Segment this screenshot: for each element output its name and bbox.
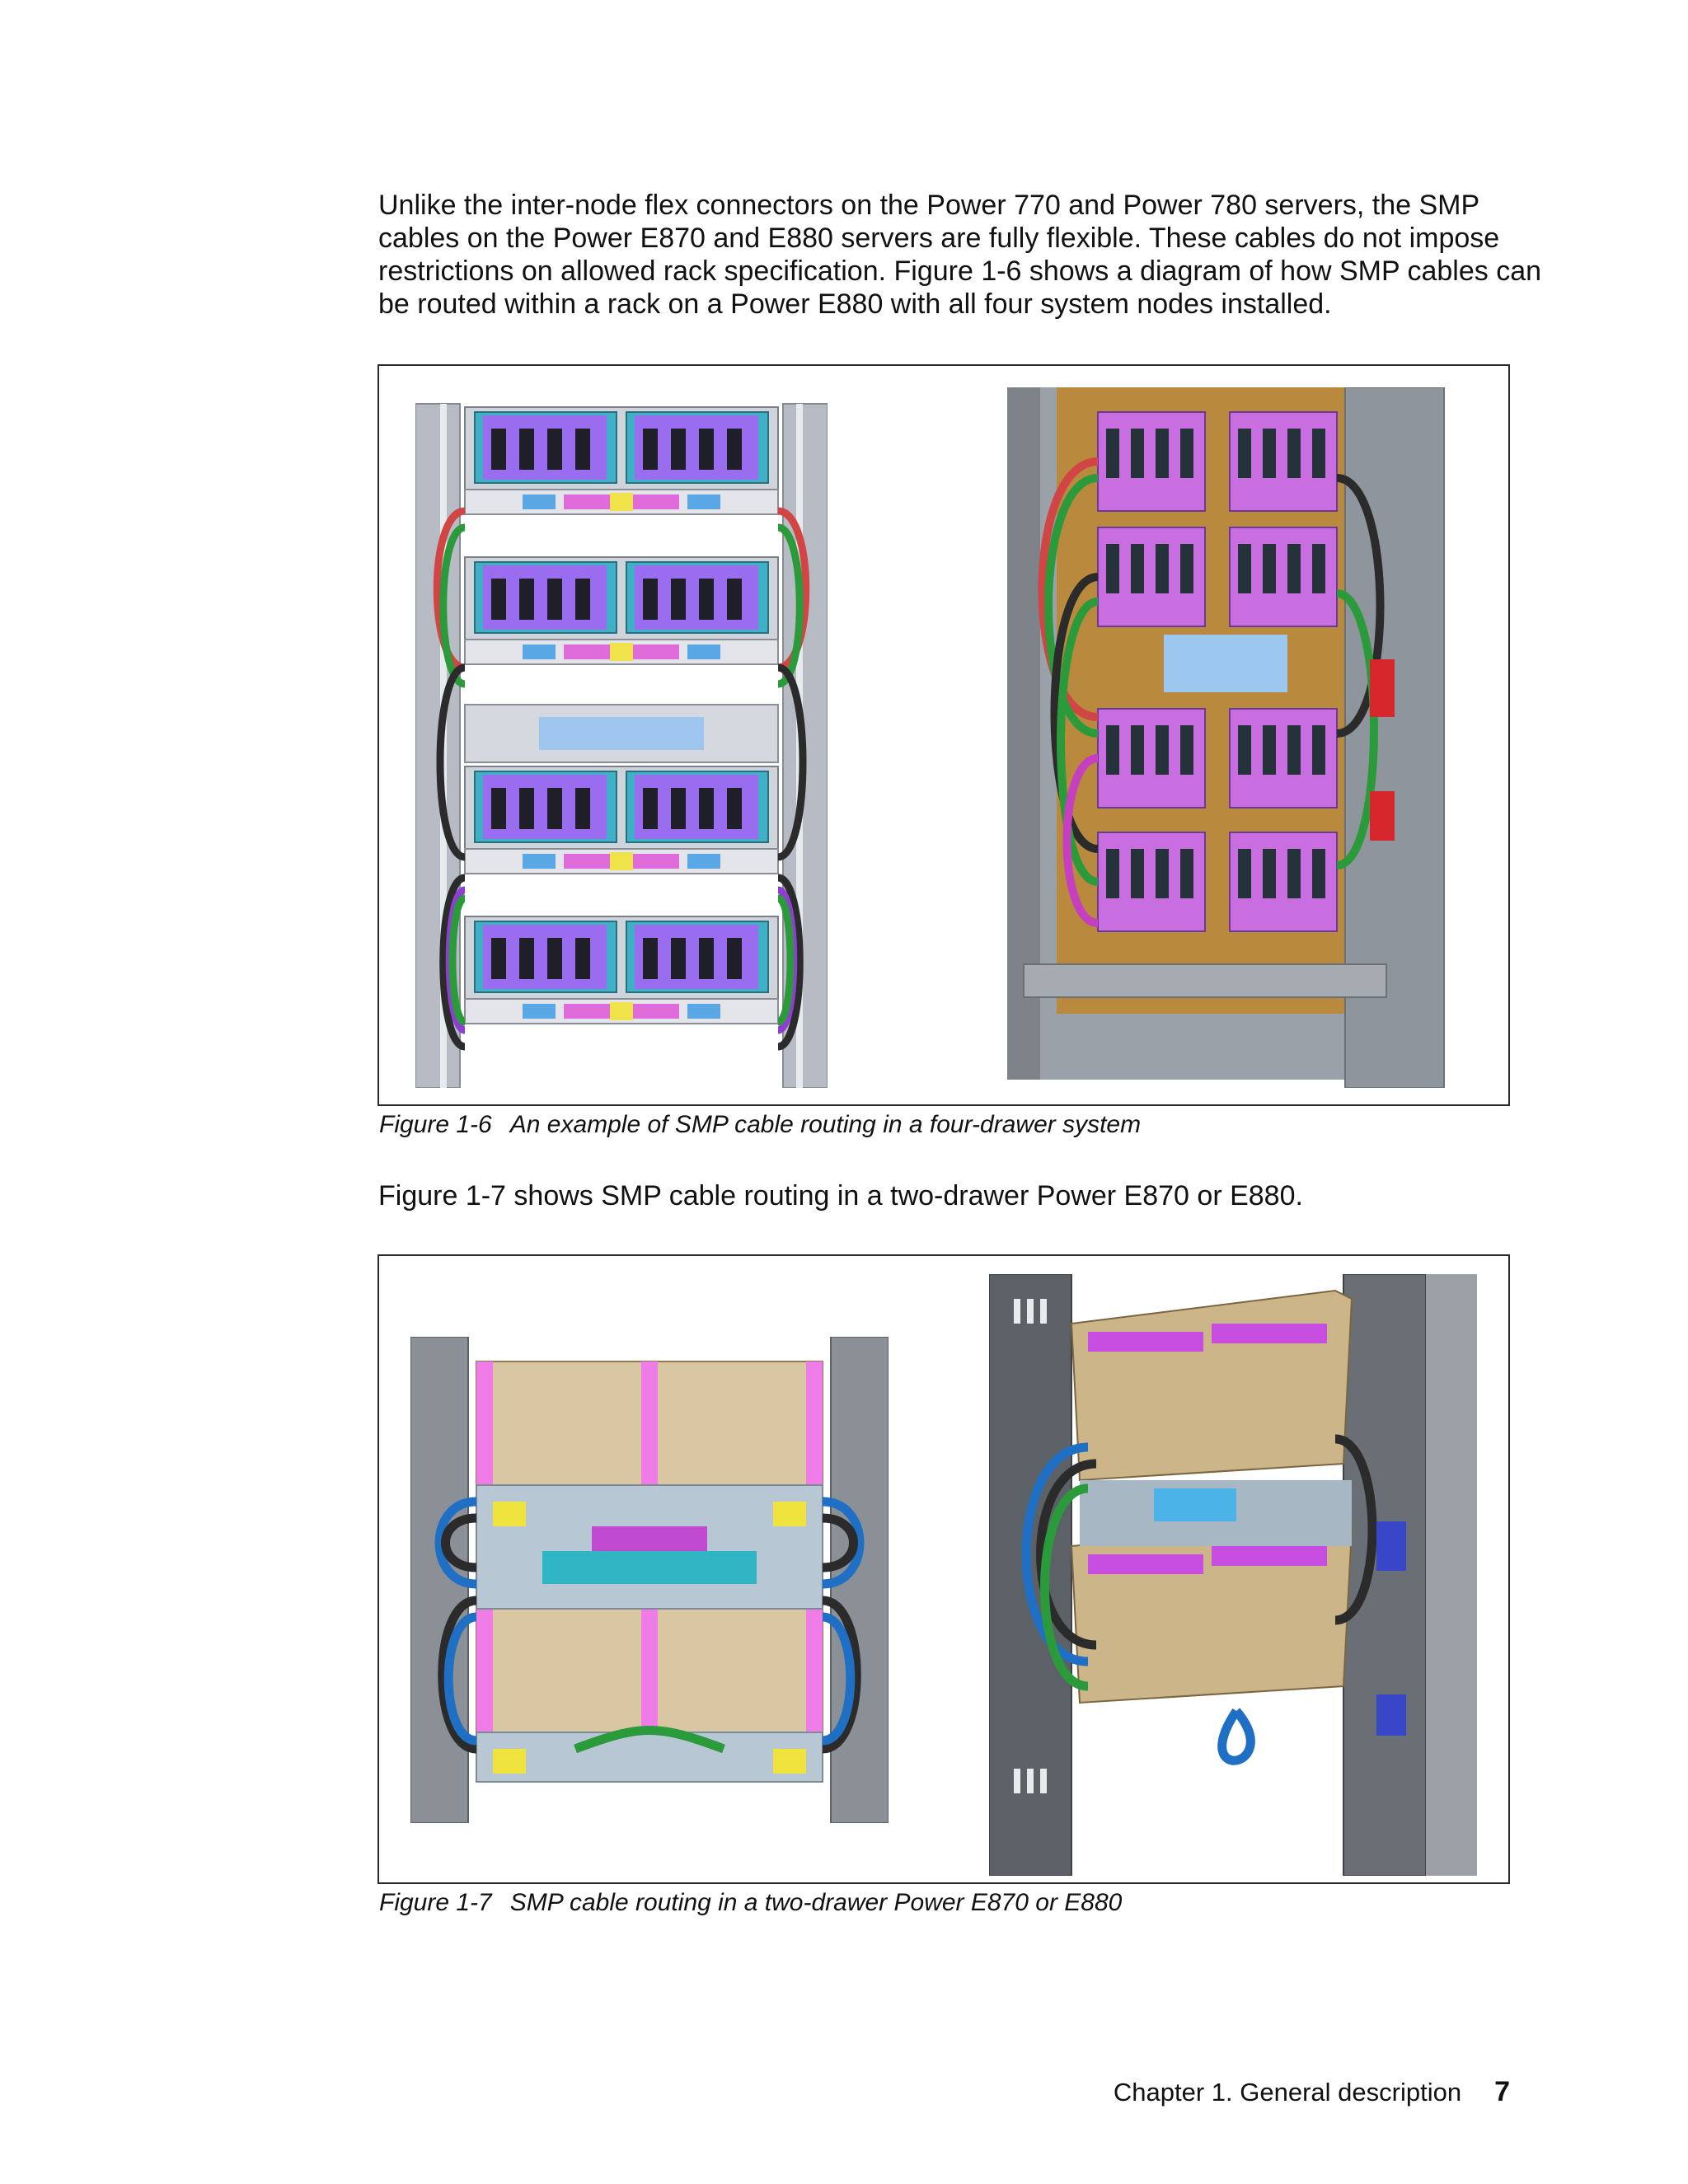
- intro-line: be routed within a rack on a Power E880 …: [378, 288, 1332, 320]
- figure-1-6: [377, 364, 1510, 1106]
- intro-paragraph: Unlike the inter-node flex connectors on…: [378, 189, 1542, 321]
- figure-caption-text: SMP cable routing in a two-drawer Power …: [509, 1889, 1123, 1916]
- figure-1-6-caption: Figure 1-6 An example of SMP cable routin…: [379, 1110, 1141, 1140]
- figure-number: Figure 1-6: [379, 1111, 492, 1138]
- four-drawer-front-view: [415, 396, 828, 1088]
- figure-number: Figure 1-7: [379, 1889, 492, 1916]
- four-drawer-isometric-view: [1007, 387, 1452, 1088]
- figure-1-7: [377, 1254, 1510, 1884]
- page-footer: Chapter 1. General description 7: [1114, 2075, 1510, 2109]
- two-drawer-front-view: [410, 1337, 889, 1823]
- chapter-title: Chapter 1. General description: [1113, 2078, 1462, 2107]
- intro-line: cables on the Power E870 and E880 server…: [378, 223, 1500, 254]
- figure-1-7-intro: Figure 1-7 shows SMP cable routing in a …: [378, 1180, 1303, 1212]
- page-number: 7: [1494, 2076, 1510, 2107]
- intro-line: Unlike the inter-node flex connectors on…: [378, 190, 1480, 221]
- two-drawer-isometric-view: [989, 1274, 1477, 1876]
- figure-caption-text: An example of SMP cable routing in a fou…: [509, 1111, 1142, 1138]
- intro-line: restrictions on allowed rack specificati…: [378, 255, 1542, 287]
- figure-1-7-caption: Figure 1-7 SMP cable routing in a two-dra…: [379, 1888, 1122, 1918]
